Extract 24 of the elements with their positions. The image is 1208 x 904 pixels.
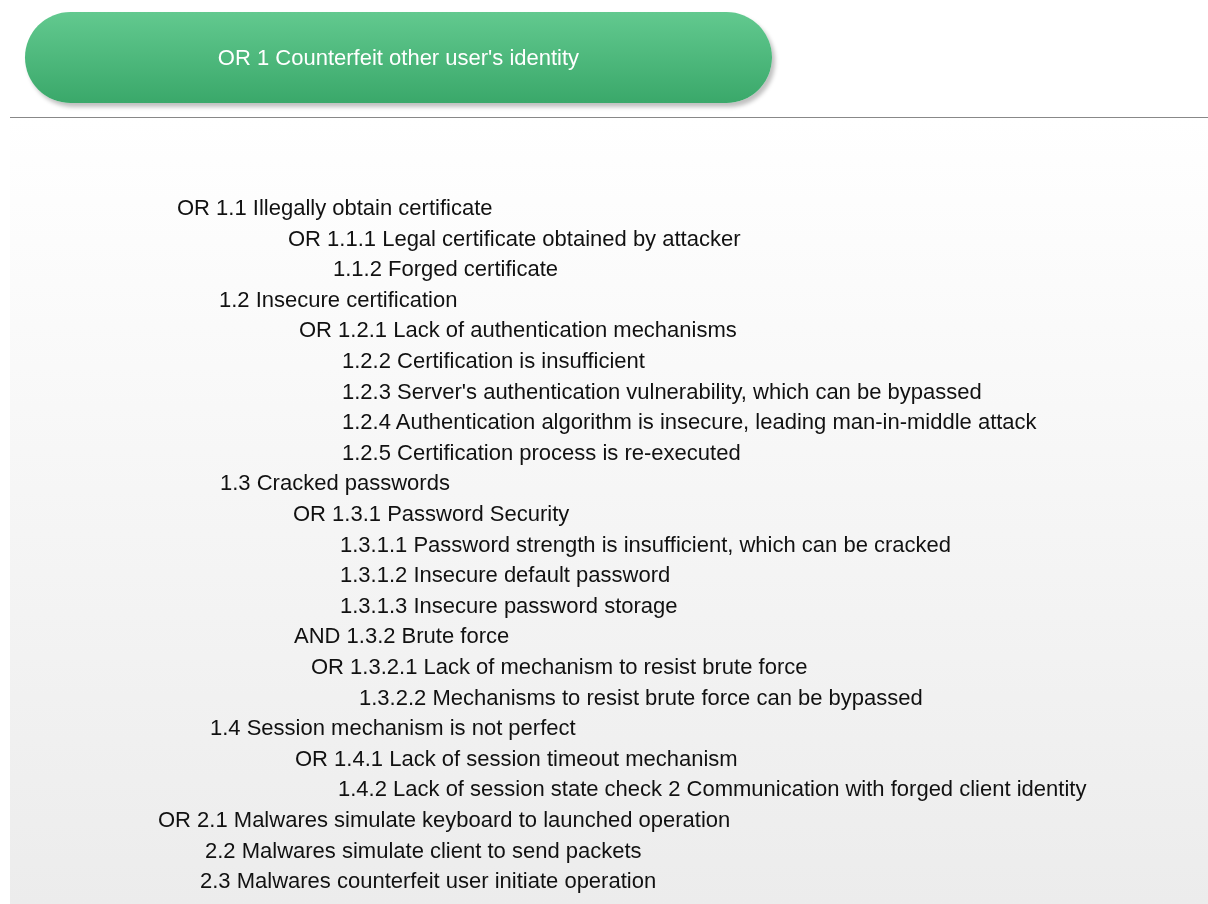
tree-item: OR 1.1.1 Legal certificate obtained by attacker <box>288 225 741 252</box>
tree-item: 1.3.1.3 Insecure password storage <box>340 592 678 619</box>
root-node: OR 1 Counterfeit other user's identity <box>25 12 772 103</box>
tree-item: 1.4.2 Lack of session state check 2 Communication with forged client identity <box>338 776 1087 803</box>
tree-item: 1.3 Cracked passwords <box>220 470 450 497</box>
tree-item: OR 1.2.1 Lack of authentication mechanisms <box>299 317 737 344</box>
tree-item: OR 1.4.1 Lack of session timeout mechanism <box>295 745 738 772</box>
tree-item: 1.2.2 Certification is insufficient <box>342 348 645 374</box>
tree-item: 1.2 Insecure certification <box>219 286 458 313</box>
tree-item: 1.3.1.1 Password strength is insufficient, which can be cracked <box>340 531 952 558</box>
tree-item: 1.3.1.2 Insecure default password <box>340 562 671 589</box>
tree-item: OR 1.3.1 Password Security <box>293 501 570 527</box>
tree-item: OR 2.1 Malwares simulate keyboard to launched operation <box>158 807 731 833</box>
tree-item: 1.2.4 Authentication algorithm is insecure, leading man-in-middle attack <box>342 409 1037 436</box>
tree-item: 1.3.2.2 Mechanisms to resist brute force can be bypassed <box>359 684 923 711</box>
tree-item: OR 1.1 Illegally obtain certificate <box>177 195 493 221</box>
tree-item: 2.2 Malwares simulate client to send packets <box>205 837 642 864</box>
tree-item: 1.1.2 Forged certificate <box>333 256 558 283</box>
tree-item: AND 1.3.2 Brute force <box>294 623 510 650</box>
tree-item: 1.2.3 Server's authentication vulnerability, which can be bypassed <box>342 378 982 405</box>
tree-item: OR 1.3.2.1 Lack of mechanism to resist brute force <box>311 654 808 680</box>
tree-item: 2.3 Malwares counterfeit user initiate operation <box>200 868 657 895</box>
tree-item: 1.2.5 Certification process is re-executed <box>342 439 741 466</box>
tree-item: 1.4 Session mechanism is not perfect <box>210 715 576 742</box>
